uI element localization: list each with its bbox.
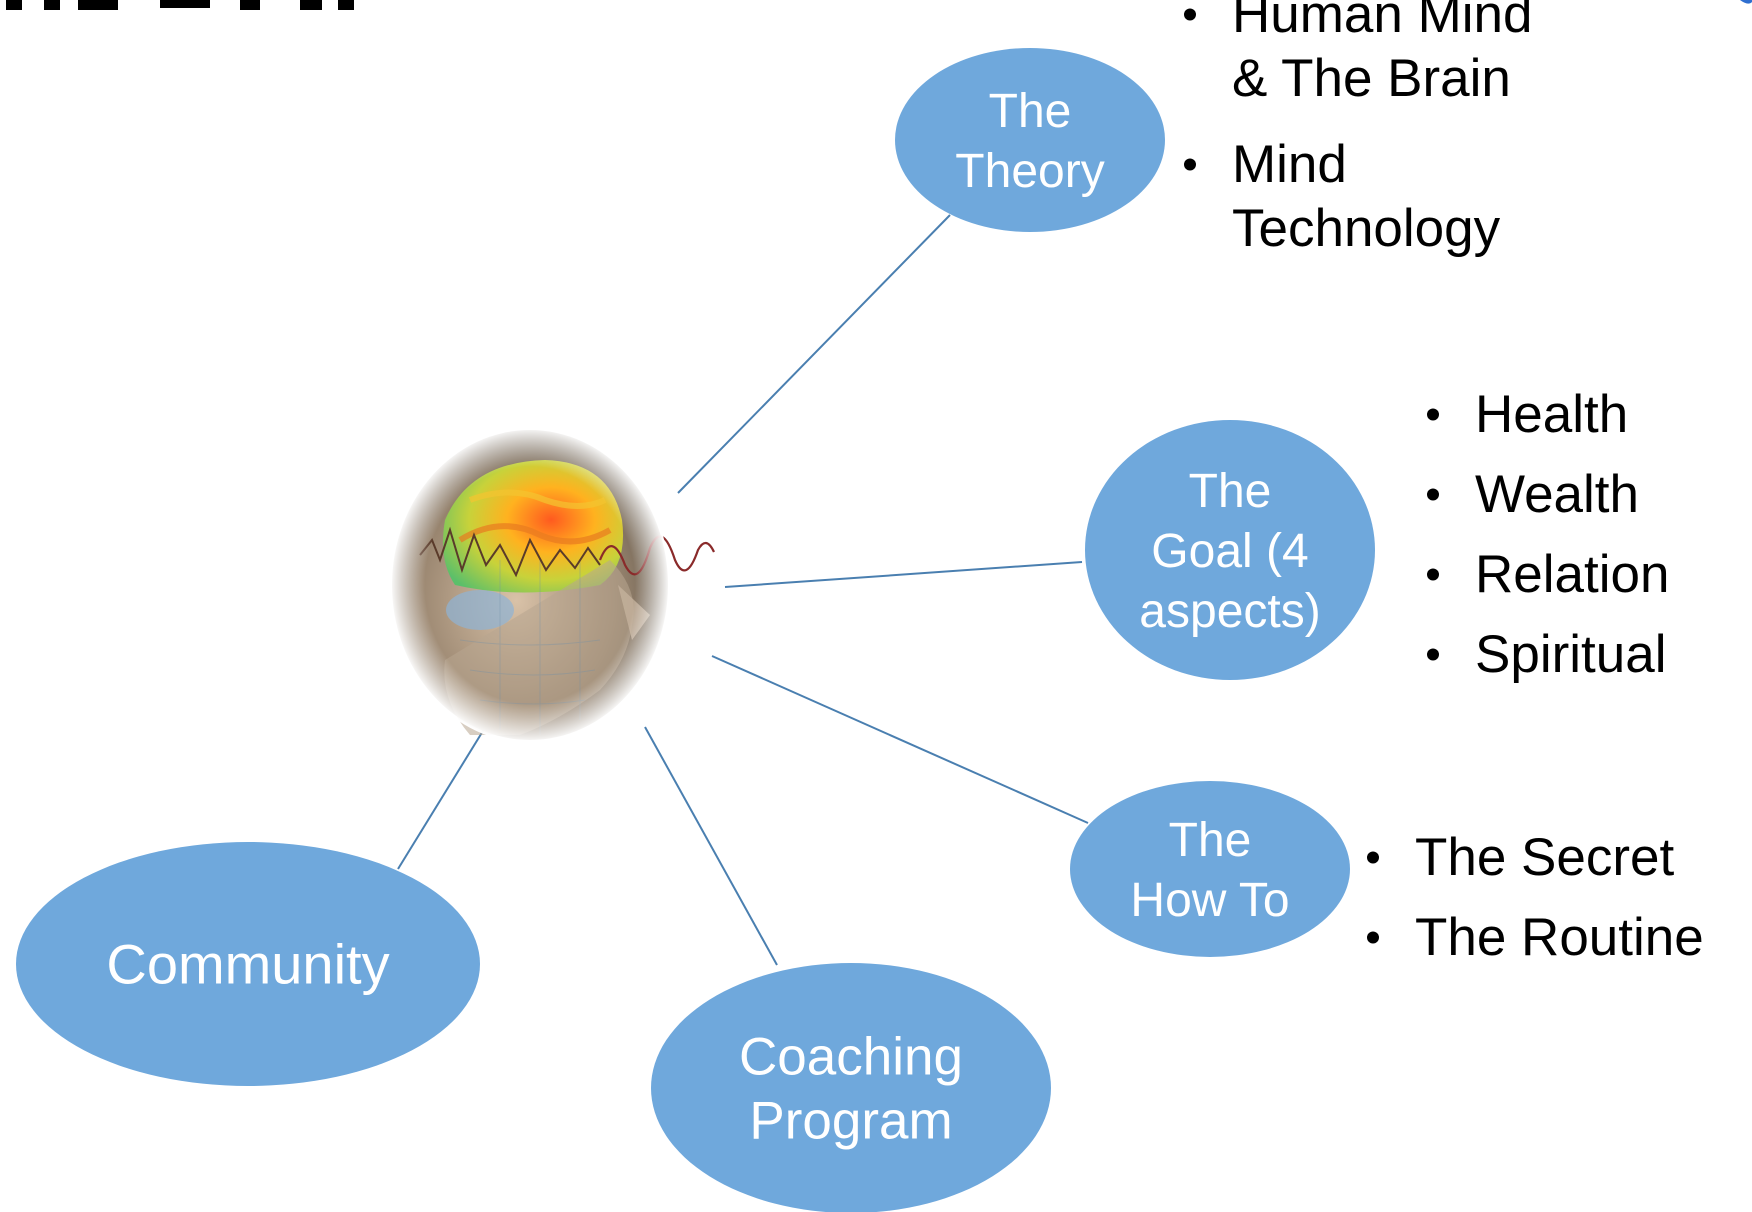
bullet-item: Wealth xyxy=(1427,465,1639,524)
bullet-dot-icon xyxy=(1184,8,1196,21)
node-community-shape xyxy=(16,842,480,1086)
bullet-text-line: Mind xyxy=(1232,135,1347,194)
bullet-text-line: The Secret xyxy=(1415,828,1675,887)
bullet-item: The Secret xyxy=(1367,828,1675,887)
bullet-text-line: Relation xyxy=(1475,545,1669,604)
node-howto-label-line: The xyxy=(1169,814,1252,867)
bullet-text-line: Technology xyxy=(1232,199,1501,258)
bullet-dot-icon xyxy=(1184,158,1196,171)
connector-goal xyxy=(724,561,1083,588)
bullet-text-line: Human Mind xyxy=(1232,0,1532,44)
node-coaching-label-line: Coaching xyxy=(739,1028,963,1087)
node-coaching-label-line: Program xyxy=(749,1092,952,1151)
bullet-text-line: The Routine xyxy=(1415,908,1704,967)
node-theory-label-line: The xyxy=(989,85,1072,138)
bullet-item: Health xyxy=(1427,385,1628,444)
connector-theory xyxy=(677,214,951,494)
bullet-text-line: Spiritual xyxy=(1475,625,1666,684)
bullet-item: The Routine xyxy=(1367,908,1704,967)
bullets-layer: Human Mind & The BrainMindTechnologyHealt… xyxy=(1184,0,1704,967)
connector-lines xyxy=(397,214,1089,966)
bullet-text-line: & The Brain xyxy=(1232,49,1511,108)
bullet-dot-icon xyxy=(1427,568,1439,581)
bullet-text-line: Wealth xyxy=(1475,465,1639,524)
bullet-item: Relation xyxy=(1427,545,1669,604)
connector-coaching xyxy=(644,726,778,966)
node-goal-shape xyxy=(1085,420,1375,680)
connector-community xyxy=(397,725,487,870)
node-howto-shape xyxy=(1070,781,1350,957)
bullet-dot-icon xyxy=(1427,408,1439,421)
node-goal-label-line: Goal (4 xyxy=(1151,525,1308,578)
bullet-item: Human Mind & The Brain xyxy=(1184,0,1532,108)
node-theory-shape xyxy=(895,48,1165,232)
bullet-dot-icon xyxy=(1427,488,1439,501)
connector-howto xyxy=(711,655,1089,824)
node-community-label-line: Community xyxy=(106,933,389,996)
bullet-dot-icon xyxy=(1427,648,1439,661)
node-goal-label-line: aspects) xyxy=(1139,585,1320,638)
bullet-dot-icon xyxy=(1367,851,1379,864)
node-theory-label-line: Theory xyxy=(955,145,1104,198)
bullet-item: Spiritual xyxy=(1427,625,1666,684)
bullet-dot-icon xyxy=(1367,931,1379,944)
bullet-text-line: Health xyxy=(1475,385,1628,444)
header-fragment xyxy=(6,0,354,10)
node-howto-label-line: How To xyxy=(1130,874,1289,927)
center-head-brain-icon xyxy=(390,427,715,743)
node-goal-label-line: The xyxy=(1189,465,1272,518)
node-coaching-shape xyxy=(651,963,1051,1212)
node-community[interactable]: Community xyxy=(16,842,480,1086)
corner-accent-fragment xyxy=(1740,0,1752,4)
